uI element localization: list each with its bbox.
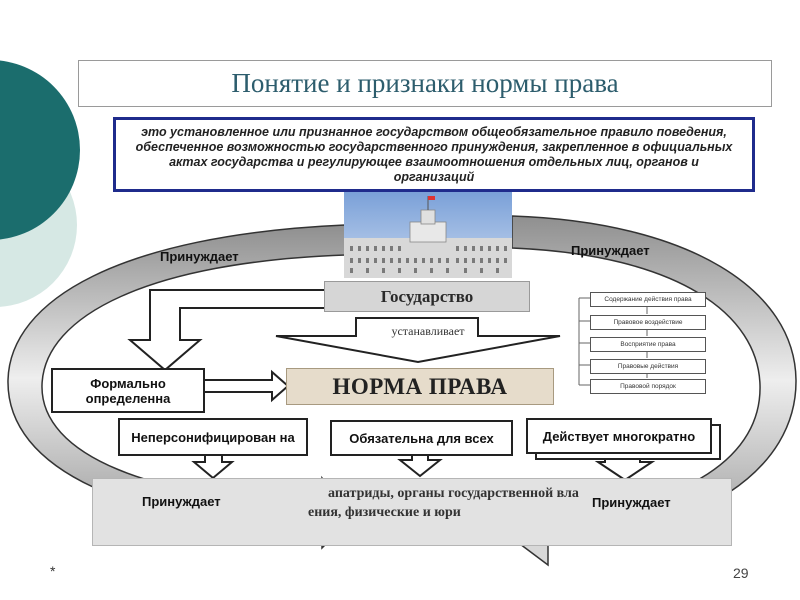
state-box: Государство bbox=[324, 281, 530, 312]
feature-impersonal-box: Неперсонифицирован на bbox=[118, 418, 308, 456]
coerces-label-bottom-left: Принуждает bbox=[142, 494, 221, 509]
feature-repeated-box: Действует многократно bbox=[526, 418, 712, 454]
left-bend-arrow bbox=[127, 289, 356, 372]
feature-formal-box: Формально определенна bbox=[51, 368, 205, 413]
establishes-arrow bbox=[275, 317, 561, 364]
mini-item: Правовой порядок bbox=[590, 379, 706, 394]
feature-mandatory-box: Обязательна для всех bbox=[330, 420, 513, 456]
teal-circle bbox=[0, 60, 80, 240]
slide-title: Понятие и признаки нормы права bbox=[78, 60, 772, 107]
page-number: 29 bbox=[733, 565, 749, 581]
subjects-band bbox=[92, 478, 732, 546]
mini-item: Восприятие права bbox=[590, 337, 706, 352]
impersonal-down-arrow bbox=[191, 454, 235, 480]
law-action-mini-diagram: Содержание действия права Правовое возде… bbox=[565, 290, 750, 402]
norm-of-law-box: НОРМА ПРАВА bbox=[286, 368, 554, 405]
formal-to-norm-arrow bbox=[203, 369, 290, 403]
coerces-label-bottom-right: Принуждает bbox=[592, 495, 671, 510]
coerces-label-top-left: Принуждает bbox=[160, 249, 239, 264]
mini-item: Содержание действия права bbox=[590, 292, 706, 307]
government-building-photo bbox=[344, 192, 512, 278]
establishes-label: устанавливает bbox=[391, 324, 465, 338]
mini-item: Правовые действия bbox=[590, 359, 706, 374]
subjects-text-line-2: ения, физические и юри bbox=[308, 505, 461, 520]
footer-star: * bbox=[50, 563, 56, 579]
coerces-label-top-right: Принуждает bbox=[571, 243, 650, 258]
subjects-text-line-1: апатриды, органы государственной вла bbox=[328, 486, 579, 501]
mini-item: Правовое воздействие bbox=[590, 315, 706, 330]
subjects-text: апатриды, органы государственной вла ени… bbox=[300, 484, 640, 530]
definition-box: это установленное или признанное государ… bbox=[113, 117, 755, 192]
